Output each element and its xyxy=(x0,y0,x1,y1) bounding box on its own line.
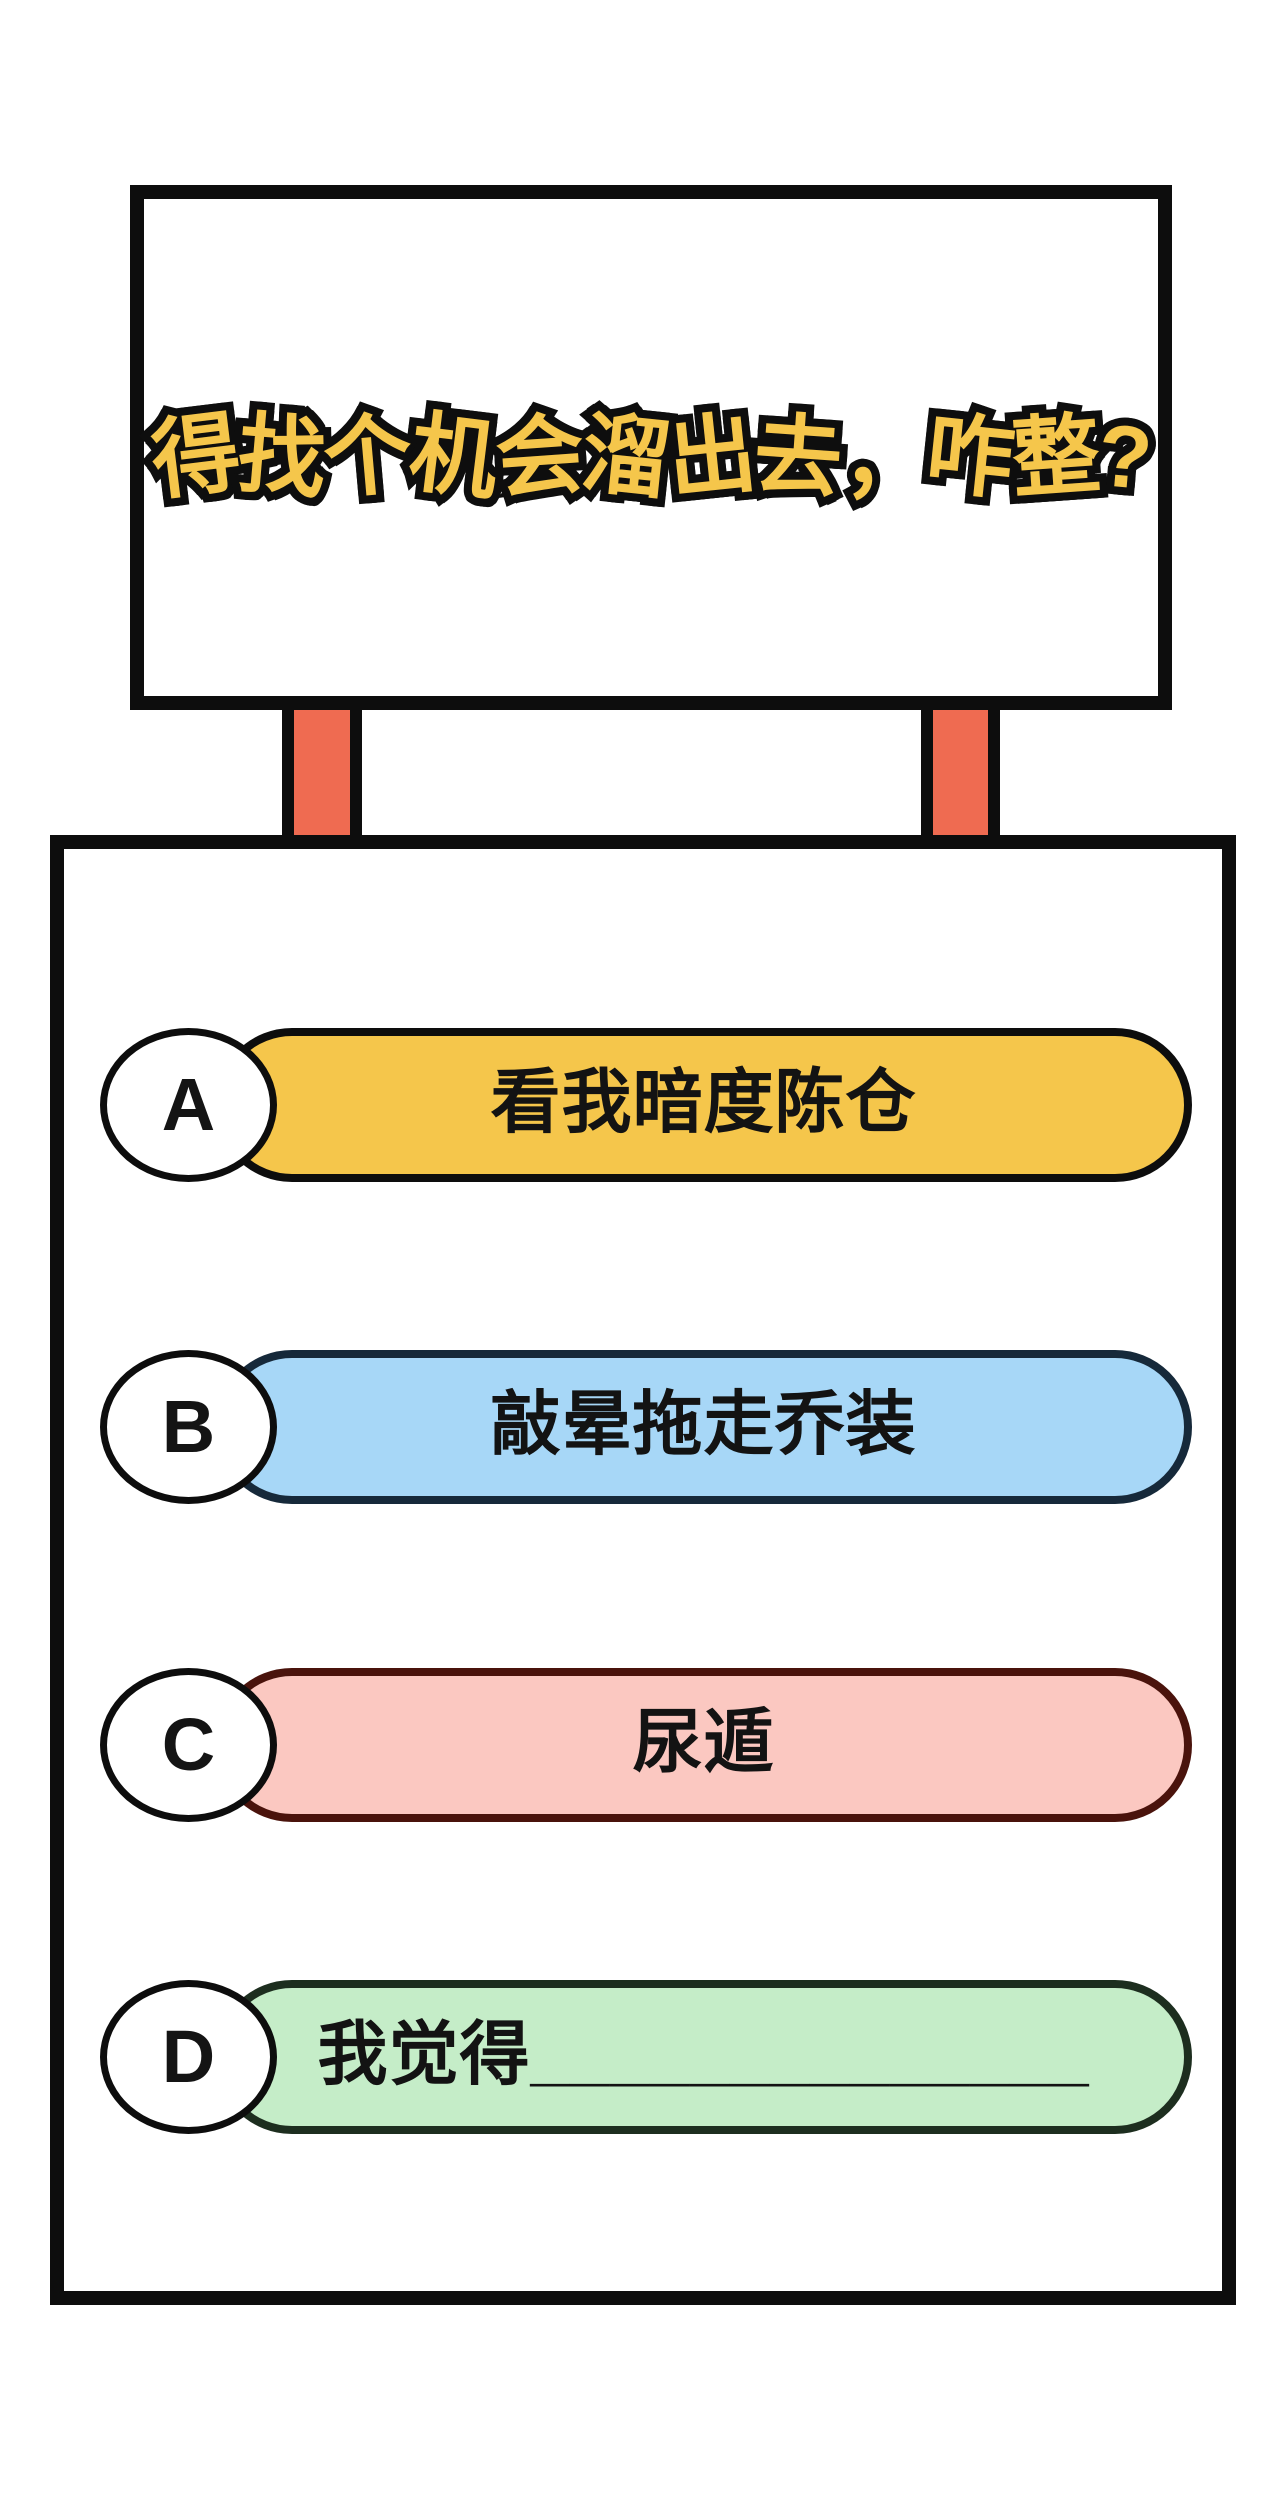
question-sign-board: 得找个机会溜出去，咋整? 得找个机会溜出去，咋整? xyxy=(130,185,1172,710)
option-c[interactable]: 尿遁 C xyxy=(100,1668,1192,1822)
question-title-text: 得找个机会溜出去，咋整? xyxy=(146,401,1155,511)
option-b-pill: 敲晕拖走乔装 xyxy=(215,1350,1192,1504)
option-c-pill: 尿遁 xyxy=(215,1668,1192,1822)
option-a-badge: A xyxy=(100,1028,277,1182)
option-a-label: 看我暗度陈仓 xyxy=(490,1063,917,1141)
option-d-letter: D xyxy=(161,2015,216,2098)
option-b-label: 敲晕拖走乔装 xyxy=(490,1385,917,1463)
option-a-letter: A xyxy=(161,1063,216,1146)
sign-post-right xyxy=(921,700,1000,850)
option-b-letter: B xyxy=(161,1385,216,1468)
sign-post-left xyxy=(282,700,362,850)
option-b-badge: B xyxy=(100,1350,277,1504)
question-title: 得找个机会溜出去，咋整? 得找个机会溜出去，咋整? xyxy=(138,394,1162,519)
option-a[interactable]: 看我暗度陈仓 A xyxy=(100,1028,1192,1182)
option-c-label: 尿遁 xyxy=(632,1703,775,1781)
option-b[interactable]: 敲晕拖走乔装 B xyxy=(100,1350,1192,1504)
option-d[interactable]: 我觉得______________ D xyxy=(100,1980,1192,2134)
option-d-label: 我觉得______________ xyxy=(317,2015,1090,2093)
option-c-letter: C xyxy=(161,1703,216,1786)
option-c-badge: C xyxy=(100,1668,277,1822)
option-a-pill: 看我暗度陈仓 xyxy=(215,1028,1192,1182)
option-d-badge: D xyxy=(100,1980,277,2134)
option-d-pill: 我觉得______________ xyxy=(215,1980,1192,2134)
